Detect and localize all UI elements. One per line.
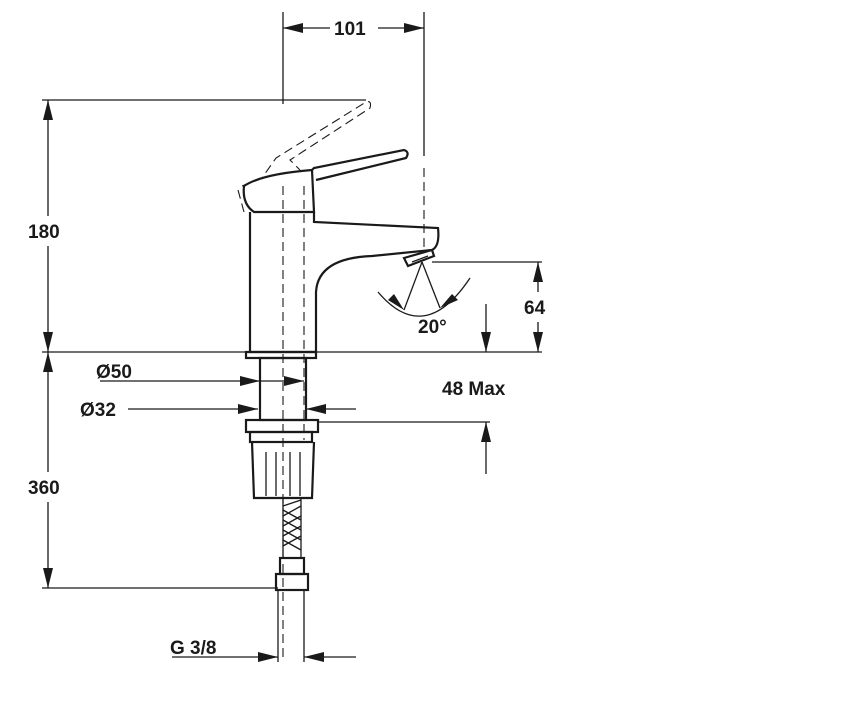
- extension-lines: [42, 12, 542, 662]
- dimension-labels: 101 180 360 64 20° Ø50 Ø32 48 Max G 3/8: [28, 19, 546, 659]
- dim-connection-thread: G 3/8: [170, 638, 216, 659]
- dimension-lines: [43, 23, 543, 662]
- faucet-body-outline: [242, 148, 440, 354]
- dim-spout-reach: 101: [334, 19, 366, 40]
- lever-open-position: [237, 101, 372, 213]
- dim-hose-length: 360: [28, 478, 60, 499]
- dim-body-diameter: Ø50: [96, 362, 132, 383]
- dim-hole-diameter: Ø32: [80, 400, 116, 421]
- dim-height-above-deck: 180: [28, 222, 60, 243]
- center-lines: [282, 168, 425, 658]
- dim-swivel-angle: 20°: [418, 317, 447, 338]
- mounting-assembly: [244, 350, 320, 592]
- dim-spout-height: 64: [524, 298, 546, 319]
- dim-deck-thickness: 48 Max: [442, 379, 506, 400]
